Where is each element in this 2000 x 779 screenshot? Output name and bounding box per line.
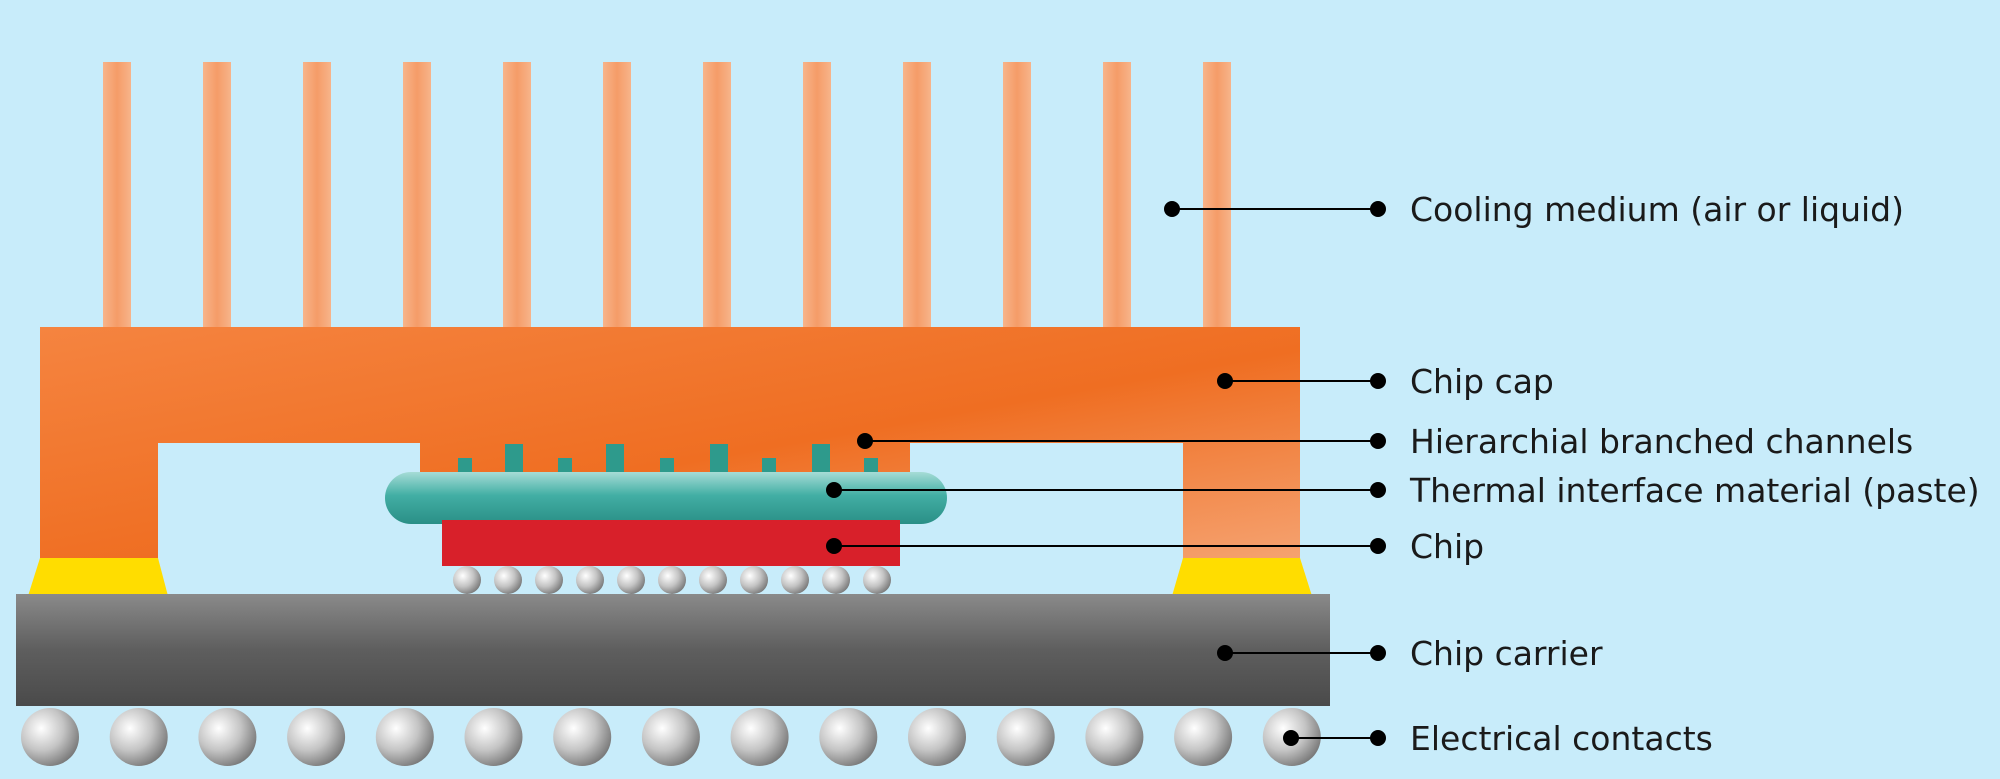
label-chip: Chip	[1410, 527, 1484, 566]
cooling-fins	[103, 62, 1231, 330]
label-electrical-contacts: Electrical contacts	[1410, 719, 1713, 758]
electrical-contact	[109, 708, 168, 766]
cooling-fin	[1203, 62, 1231, 330]
cooling-fin	[803, 62, 831, 330]
electrical-contact	[21, 708, 79, 766]
solder-bump	[699, 566, 727, 594]
electrical-contact	[730, 708, 789, 766]
chip-carrier	[16, 594, 1330, 706]
leader-lines	[826, 201, 1386, 746]
label-cooling-medium: Cooling medium (air or liquid)	[1410, 190, 1904, 229]
cooling-fin	[103, 62, 131, 330]
label-chip-cap: Chip cap	[1410, 362, 1554, 401]
solder-bump	[740, 566, 768, 594]
cooling-fin	[603, 62, 631, 330]
solder-bump	[781, 566, 809, 594]
solder-pad-right	[1172, 558, 1312, 596]
cooling-fin	[903, 62, 931, 330]
thermal-interface-material	[385, 472, 947, 524]
electrical-contact	[553, 708, 612, 766]
cooling-fin	[503, 62, 531, 330]
label-branched-channels: Hierarchial branched channels	[1410, 422, 1913, 461]
label-chip-carrier: Chip carrier	[1410, 634, 1603, 673]
chip	[442, 520, 900, 566]
electrical-contact	[287, 708, 346, 766]
solder-bump	[535, 566, 563, 594]
electrical-contacts	[21, 708, 1321, 766]
electrical-contact	[464, 708, 523, 766]
cooling-fin	[403, 62, 431, 330]
cooling-fin	[203, 62, 231, 330]
electrical-contact	[1174, 708, 1233, 766]
cooling-fin	[703, 62, 731, 330]
cooling-fin	[303, 62, 331, 330]
label-thermal-interface: Thermal interface material (paste)	[1409, 471, 1980, 510]
electrical-contact	[996, 708, 1055, 766]
solder-bump	[453, 566, 481, 594]
cooling-fin	[1103, 62, 1131, 330]
solder-bump	[494, 566, 522, 594]
cooling-fin	[1003, 62, 1031, 330]
electrical-contact	[1085, 708, 1144, 766]
solder-bump	[863, 566, 891, 594]
solder-bump	[822, 566, 850, 594]
chip-solder-bumps	[453, 566, 891, 594]
electrical-contact	[908, 708, 966, 766]
electrical-contact	[375, 708, 434, 766]
solder-bump	[617, 566, 645, 594]
solder-bump	[576, 566, 604, 594]
electrical-contact	[198, 708, 257, 766]
solder-pad-left	[28, 558, 168, 596]
solder-bump	[658, 566, 686, 594]
electrical-contact	[641, 708, 700, 766]
electrical-contact	[819, 708, 878, 766]
chip-cap	[40, 327, 1300, 558]
